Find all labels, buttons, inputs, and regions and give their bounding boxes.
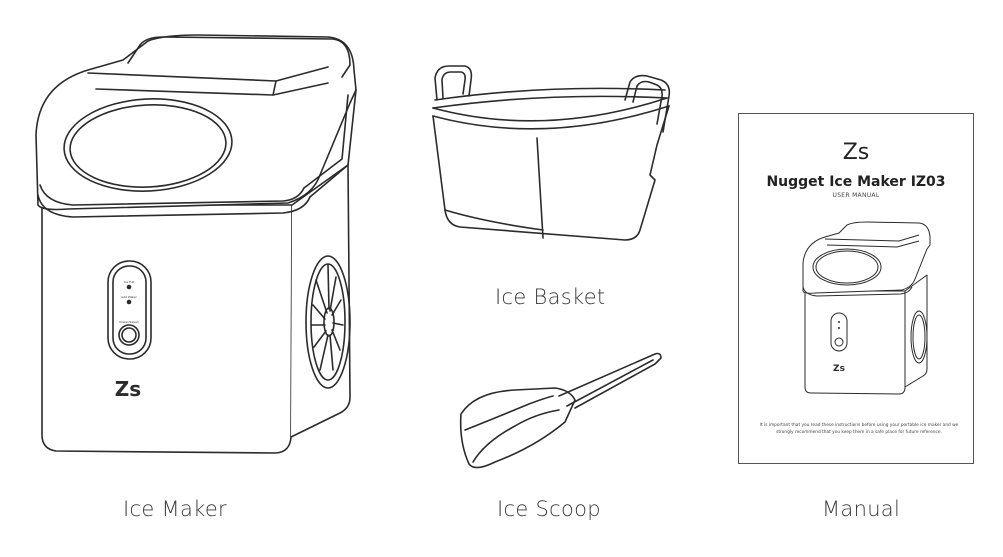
- ice-full-indicator: [126, 284, 132, 290]
- ice-basket-drawing: [432, 65, 671, 241]
- manual-subtitle: USER MANUAL: [832, 192, 880, 199]
- ice-scoop-caption: Ice Scoop: [497, 497, 601, 521]
- ice-basket-caption: Ice Basket: [495, 285, 606, 309]
- add-water-indicator: [126, 299, 132, 305]
- manual-note: It is important that you read these inst…: [759, 423, 959, 435]
- ice-maker-caption: Ice Maker: [123, 497, 227, 521]
- manual-caption: Manual: [822, 497, 901, 521]
- power-select-label: Power/Select: [119, 320, 139, 324]
- manual-title: Nugget Ice Maker IZ03: [766, 174, 946, 190]
- manual-logo: Zs: [842, 140, 870, 165]
- manual-device-logo: Zs: [833, 364, 845, 374]
- ice-maker-drawing: Ice Full Add Water Power/Select Zs: [35, 34, 357, 454]
- ice-maker-illustration: Ice Full Add Water Power/Select Zs: [28, 25, 378, 465]
- manual-ice-maker-drawing: Zs: [802, 221, 931, 395]
- brand-logo: Zs: [115, 377, 141, 401]
- ice-full-label: Ice Full: [124, 280, 135, 284]
- user-manual-cover: Zs Nugget Ice Maker IZ03 USER MANUAL Zs …: [738, 113, 974, 464]
- ice-basket-illustration: [425, 60, 675, 255]
- add-water-label: Add Water: [121, 295, 137, 299]
- ice-scoop-illustration: [455, 352, 665, 477]
- ice-scoop-drawing: [459, 352, 662, 469]
